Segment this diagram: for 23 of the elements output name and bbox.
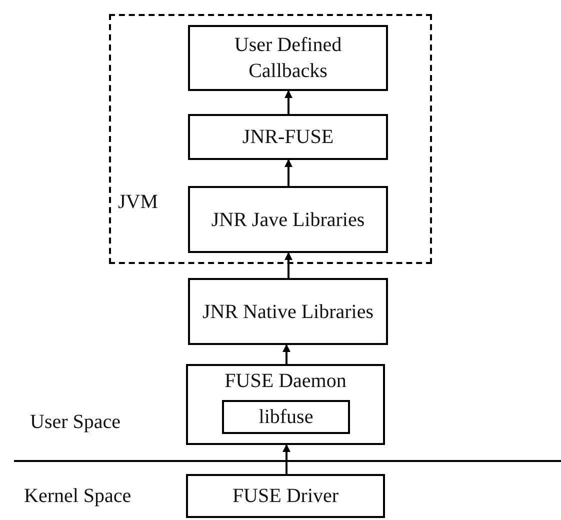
box-label: User Defined Callbacks: [233, 33, 343, 84]
box-label: libfuse: [258, 405, 314, 430]
arrow: [282, 344, 290, 364]
box-label: JNR Jave Libraries: [211, 208, 365, 232]
component-box: [188, 278, 388, 345]
group-label: JVM: [118, 190, 158, 215]
component-box: [188, 25, 388, 91]
component-box: [188, 186, 388, 253]
group-boundary: [109, 14, 432, 264]
box-label: FUSE Driver: [232, 484, 339, 509]
component-box: [186, 474, 385, 518]
arrow: [282, 444, 290, 474]
layer-label: Kernel Space: [24, 484, 132, 509]
component-box: [188, 114, 388, 160]
component-box: [222, 400, 350, 434]
box-label: JNR Native Libraries: [202, 300, 374, 324]
arrow: [284, 90, 292, 114]
box-title: FUSE Daemon: [224, 369, 346, 394]
arrow: [284, 252, 292, 278]
layer-label: User Space: [30, 410, 121, 435]
box-label: JNR-FUSE: [242, 125, 334, 150]
arrow: [284, 159, 292, 186]
component-box: [186, 364, 385, 445]
